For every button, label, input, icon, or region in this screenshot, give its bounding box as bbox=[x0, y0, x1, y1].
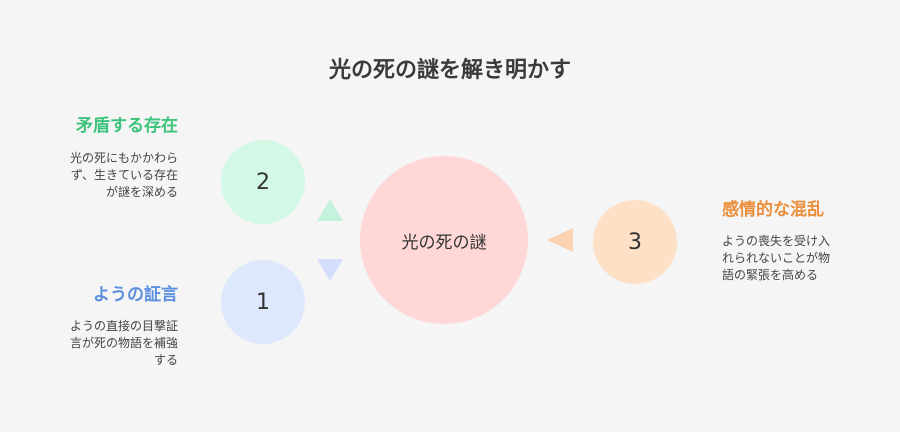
item-desc-1: ようの直接の目撃証 言が死の物語を補強 する bbox=[70, 318, 178, 369]
circle-item-2: 2 bbox=[221, 140, 305, 224]
desc-line: 語の緊張を高める bbox=[722, 268, 819, 282]
item-heading-1: ようの証言 bbox=[93, 285, 178, 305]
desc-line: 光の死にもかかわら bbox=[69, 151, 178, 165]
triangle-left-icon bbox=[547, 228, 573, 252]
circle-item-3: 3 bbox=[593, 200, 677, 284]
desc-line: する bbox=[153, 353, 178, 367]
item-desc-2: 光の死にもかかわら ず、生きている存在 が謎を深める bbox=[70, 150, 178, 201]
diagram-title: 光の死の謎を解き明かす bbox=[328, 58, 571, 83]
desc-line: が謎を深める bbox=[105, 185, 178, 199]
desc-line: ようの喪失を受け入 bbox=[722, 234, 831, 248]
desc-line: ず、生きている存在 bbox=[70, 168, 178, 182]
item-number: 1 bbox=[256, 289, 270, 315]
item-number: 3 bbox=[628, 229, 642, 255]
item-heading-2: 矛盾する存在 bbox=[76, 116, 178, 136]
item-desc-3: ようの喪失を受け入 れられないことが物 語の緊張を高める bbox=[722, 233, 830, 284]
desc-line: 言が死の物語を補強 bbox=[69, 336, 178, 350]
center-label: 光の死の謎 bbox=[401, 232, 487, 253]
triangle-down-icon bbox=[317, 259, 343, 281]
center-circle: 光の死の謎 bbox=[360, 156, 528, 324]
desc-line: ようの直接の目撃証 bbox=[69, 319, 178, 333]
desc-line: れられないことが物 bbox=[722, 251, 831, 265]
item-number: 2 bbox=[256, 169, 270, 195]
item-heading-3: 感情的な混乱 bbox=[722, 200, 824, 220]
triangle-up-icon bbox=[317, 199, 343, 221]
circle-item-1: 1 bbox=[221, 260, 305, 344]
